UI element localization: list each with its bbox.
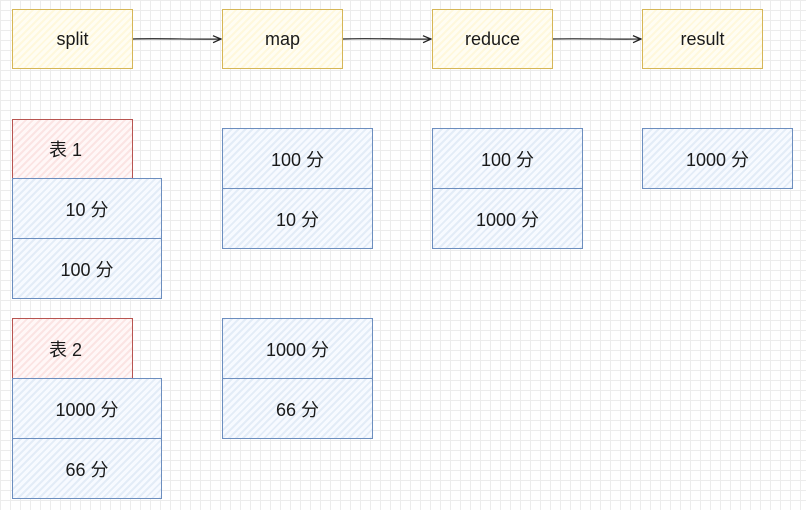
table1-row-1-label: 10 分 — [65, 199, 109, 220]
stage-result-label: result — [680, 28, 725, 49]
map-group1-item-1-label: 100 分 — [270, 149, 325, 170]
stage-split[interactable]: split — [12, 9, 133, 69]
table1-row-1[interactable]: 10 分 — [12, 178, 162, 239]
table1-title: 表 1 — [48, 140, 82, 160]
table1-header[interactable]: 表 1 — [12, 119, 133, 179]
stage-map-label: map — [264, 28, 300, 49]
table2-title: 表 2 — [48, 339, 82, 360]
map-group1-item-1[interactable]: 100 分 — [222, 128, 373, 189]
stage-map[interactable]: map — [222, 9, 343, 69]
table1-row-2[interactable]: 100 分 — [12, 238, 162, 299]
stage-reduce[interactable]: reduce — [432, 9, 553, 69]
stage-split-label: split — [56, 28, 89, 49]
reduce-item-2-label: 1000 分 — [475, 209, 540, 230]
reduce-item-1-label: 100 分 — [480, 149, 535, 170]
table2-row-2[interactable]: 66 分 — [12, 438, 162, 499]
table2-header[interactable]: 表 2 — [12, 318, 133, 379]
reduce-item-1[interactable]: 100 分 — [432, 128, 583, 189]
result-item-1-label: 1000 分 — [685, 149, 750, 170]
map-group2-item-1[interactable]: 1000 分 — [222, 318, 373, 379]
stage-reduce-label: reduce — [464, 28, 521, 49]
table2-row-2-label: 66 分 — [65, 459, 109, 480]
stage-result[interactable]: result — [642, 9, 763, 69]
table1-row-2-label: 100 分 — [60, 259, 114, 280]
map-group2-item-1-label: 1000 分 — [265, 339, 330, 360]
result-item-1[interactable]: 1000 分 — [642, 128, 793, 189]
map-group2-item-2[interactable]: 66 分 — [222, 378, 373, 439]
table2-row-1[interactable]: 1000 分 — [12, 378, 162, 439]
table2-row-1-label: 1000 分 — [55, 399, 119, 420]
map-group1-item-2[interactable]: 10 分 — [222, 188, 373, 249]
map-group1-item-2-label: 10 分 — [275, 209, 320, 230]
map-group2-item-2-label: 66 分 — [275, 399, 320, 420]
reduce-item-2[interactable]: 1000 分 — [432, 188, 583, 249]
